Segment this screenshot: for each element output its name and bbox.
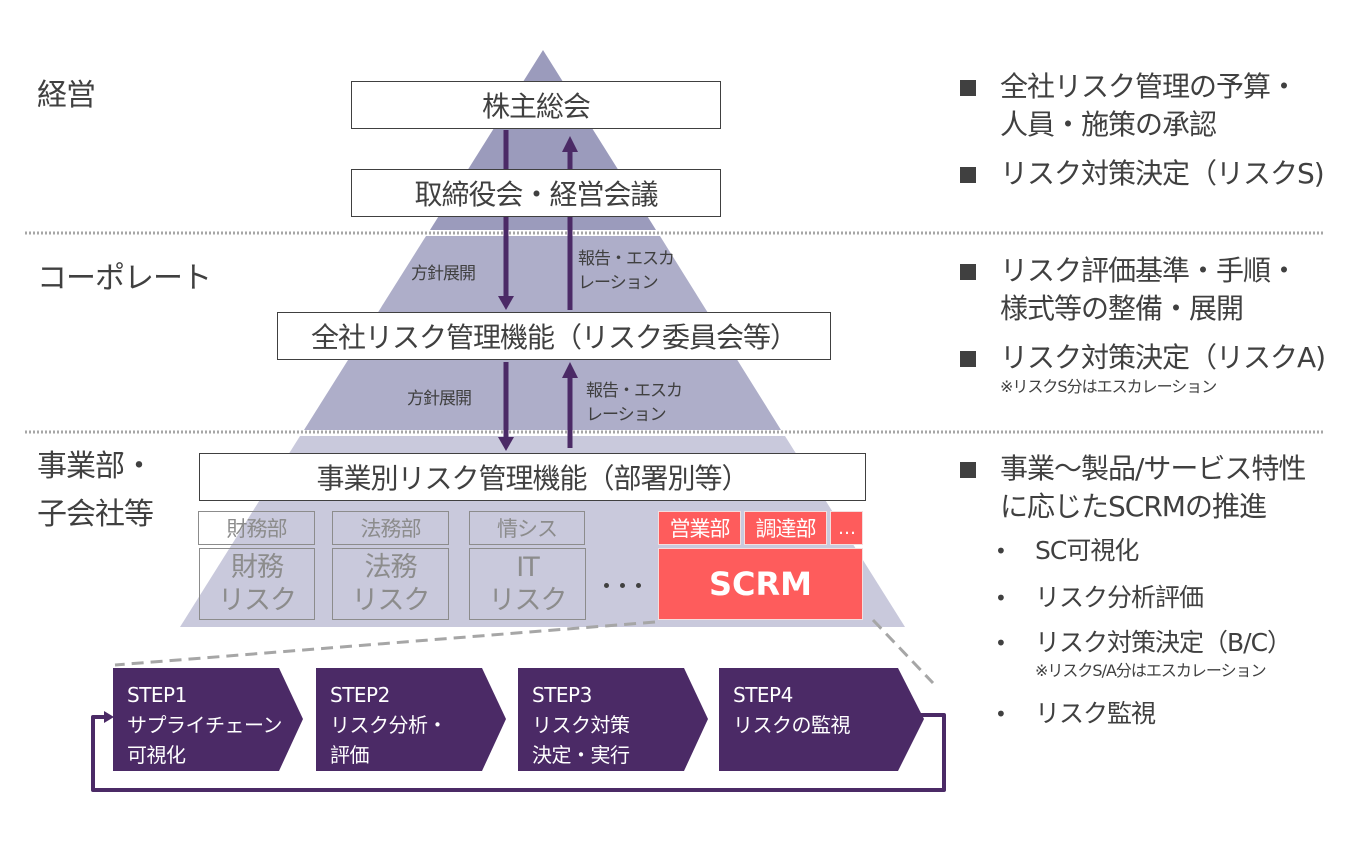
step-2-title: STEP2: [330, 683, 390, 707]
dept-it-head: 情シス: [469, 511, 585, 545]
right-mgmt-item-1-line2: 人員・施策の承認: [1000, 108, 1217, 141]
arrow-label-report-bottom: 報告・エスカ レーション: [586, 379, 683, 427]
dept-finance-risk-line2: リスク: [218, 585, 297, 616]
dept-legal-risk: 法務 リスク: [332, 548, 449, 620]
dept-legal-head: 法務部: [332, 511, 449, 545]
dept-it-risk-line1: IT: [516, 552, 539, 583]
arrow-up-bottom-head: [562, 362, 578, 378]
tier-label-business-line2: 子会社等: [37, 497, 154, 532]
right-business-sub-4-text: リスク監視: [1035, 699, 1156, 728]
right-corp-item-2-note: ※リスクS分はエスカレーション: [1000, 377, 1217, 396]
step-4: STEP4 リスクの監視: [719, 668, 924, 771]
arrow-down-bottom-head: [498, 437, 514, 451]
arrow-label-report-top-line1: 報告・エスカ: [578, 249, 675, 269]
box-board-management-meeting: 取締役会・経営会議: [351, 169, 721, 217]
right-business-sub-1: • SC可視化: [995, 533, 1139, 569]
right-business-sub-4: • リスク監視: [995, 696, 1156, 732]
box-business-risk-function: 事業別リスク管理機能（部署別等）: [199, 453, 866, 501]
right-business-sub-3: • リスク対策決定（B/C） ※リスクS/A分はエスカレーション: [995, 625, 1292, 681]
arrow-label-report-bottom-line1: 報告・エスカ: [586, 381, 683, 401]
box-corporate-risk-function: 全社リスク管理機能（リスク委員会等）: [277, 312, 831, 360]
dept-legal-risk-line2: リスク: [351, 585, 431, 616]
right-corp-item-2: リスク対策決定（リスクA) ※リスクS分はエスカレーション: [960, 339, 1326, 397]
step-4-title: STEP4: [733, 683, 793, 707]
square-bullet-icon: [960, 167, 976, 183]
step-3: STEP3 リスク対策 決定・実行: [518, 668, 708, 771]
step-1-line1: サプライチェーン: [127, 713, 283, 737]
step-2: STEP2 リスク分析・ 評価: [316, 668, 506, 771]
right-mgmt-item-1-line1: 全社リスク管理の予算・: [1000, 70, 1298, 103]
dept-procurement-head: 調達部: [744, 511, 827, 545]
arrow-label-policy-top: 方針展開: [411, 264, 476, 284]
right-business-item: 事業～製品/サービス特性 に応じたSCRMの推進: [960, 450, 1306, 526]
dept-finance-risk: 財務 リスク: [199, 548, 315, 620]
right-business-sub-3-text: リスク対策決定（B/C）: [1035, 628, 1292, 657]
dot-bullet-icon: •: [995, 539, 1007, 563]
step-1-title: STEP1: [127, 683, 187, 707]
zoom-connector-right: [871, 618, 935, 685]
step-1: STEP1 サプライチェーン 可視化: [113, 668, 303, 771]
square-bullet-icon: [960, 351, 976, 367]
right-business-line2: に応じたSCRMの推進: [1000, 490, 1267, 523]
dept-it-risk-line2: リスク: [488, 585, 568, 616]
arrow-down-top-head: [498, 296, 514, 310]
step-2-line1: リスク分析・: [330, 713, 448, 737]
dot-bullet-icon: •: [995, 631, 1007, 655]
right-business-sub-3-note: ※リスクS/A分はエスカレーション: [1035, 661, 1267, 680]
arrow-label-report-top-line2: レーション: [578, 273, 659, 293]
right-mgmt-item-2-line1: リスク対策決定（リスクS): [1000, 157, 1325, 190]
step-1-line2: 可視化: [127, 743, 186, 767]
dot-bullet-icon: •: [995, 586, 1007, 610]
right-business-line1: 事業～製品/サービス特性: [1000, 452, 1306, 485]
dept-finance-head: 財務部: [198, 511, 315, 545]
right-corp-item-2-line1: リスク対策決定（リスクA): [1000, 341, 1326, 374]
dept-more-head: …: [830, 511, 863, 545]
right-mgmt-item-2: リスク対策決定（リスクS): [960, 155, 1325, 193]
tier-label-business-line1: 事業部・: [37, 449, 154, 484]
step-4-line1: リスクの監視: [733, 713, 851, 737]
dot-bullet-icon: •: [995, 702, 1007, 726]
step-3-line1: リスク対策: [532, 713, 630, 737]
right-business-sub-2: • リスク分析評価: [995, 580, 1204, 616]
right-corp-item-1-line2: 様式等の整備・展開: [1000, 292, 1244, 325]
zoom-connector-left: [114, 620, 656, 667]
arrow-label-report-bottom-line2: レーション: [586, 405, 667, 425]
dept-it-risk: IT リスク: [469, 548, 586, 620]
right-business-sub-2-text: リスク分析評価: [1035, 583, 1204, 612]
tier-label-corporate: コーポレート: [37, 261, 212, 296]
arrow-label-policy-bottom: 方針展開: [407, 389, 472, 409]
step-loop-arrow-head: [104, 711, 114, 723]
arrow-up-top-head: [562, 136, 578, 152]
step-3-line2: 決定・実行: [532, 743, 630, 767]
step-2-line2: 評価: [330, 743, 370, 767]
box-shareholders-meeting: 株主総会: [351, 81, 721, 129]
right-business-sub-1-text: SC可視化: [1035, 536, 1139, 565]
dept-legal-risk-line1: 法務: [364, 552, 418, 583]
right-corp-item-1-line1: リスク評価基準・手順・: [1000, 254, 1298, 287]
square-bullet-icon: [960, 462, 976, 478]
right-mgmt-item-1: 全社リスク管理の予算・ 人員・施策の承認: [960, 68, 1298, 144]
square-bullet-icon: [960, 264, 976, 280]
step-loop-arrow: [91, 713, 946, 792]
dept-finance-risk-line1: 財務: [231, 552, 284, 583]
tier-label-business: 事業部・ 子会社等: [37, 443, 154, 539]
right-corp-item-1: リスク評価基準・手順・ 様式等の整備・展開: [960, 252, 1298, 328]
square-bullet-icon: [960, 80, 976, 96]
tier-label-management: 経営: [37, 78, 96, 113]
scrm-box: SCRM: [658, 548, 863, 620]
step-3-title: STEP3: [532, 683, 592, 707]
arrow-label-report-top: 報告・エスカ レーション: [578, 247, 675, 295]
dept-sales-head: 営業部: [658, 511, 741, 545]
